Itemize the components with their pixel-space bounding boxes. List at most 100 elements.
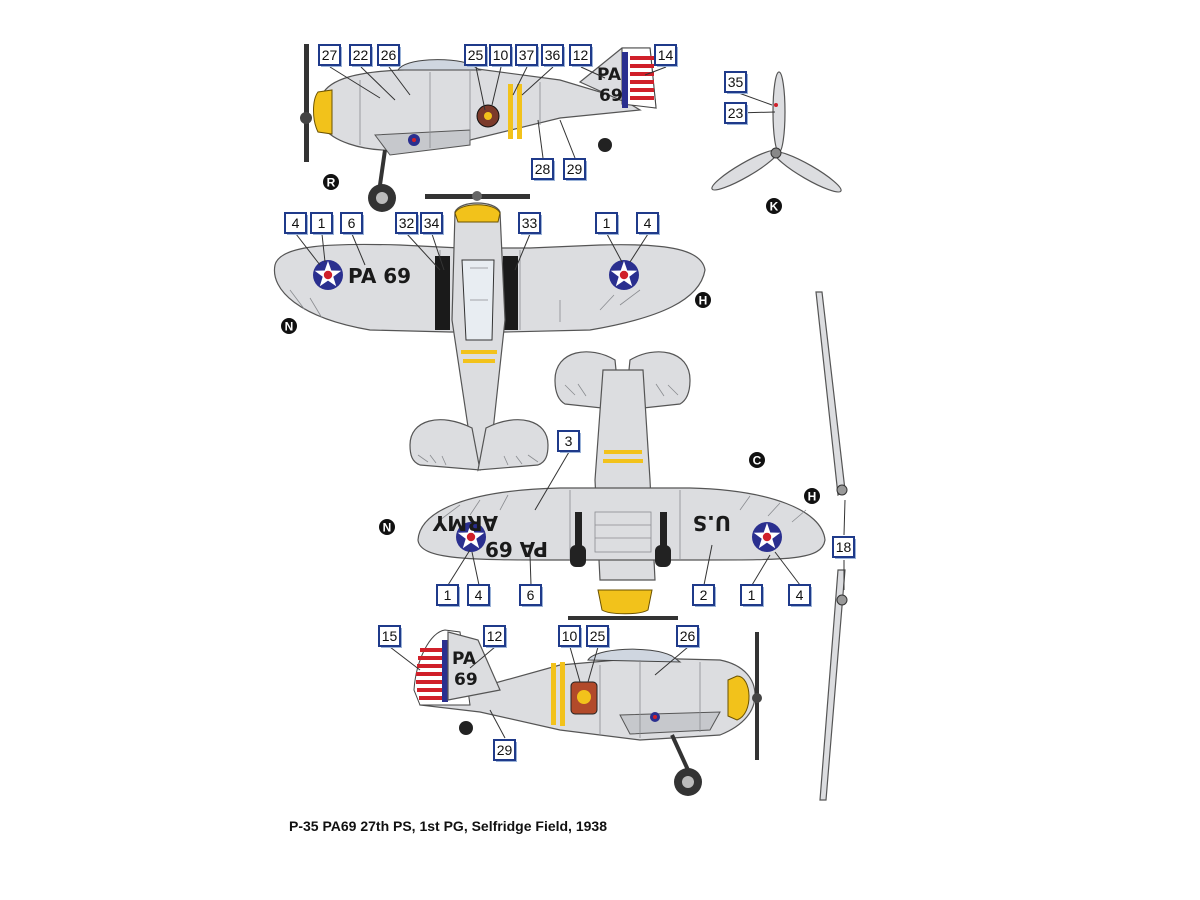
svg-text:R: R — [327, 176, 336, 190]
view-letter-h: H — [804, 488, 820, 504]
callout-10: 10 — [558, 625, 582, 648]
callout-number: 12 — [573, 47, 589, 63]
callout-22: 22 — [349, 44, 373, 67]
svg-text:C: C — [753, 454, 762, 468]
callout-number: 29 — [567, 161, 583, 177]
tail-code-line1: PA — [597, 65, 622, 85]
callout-25: 25 — [464, 44, 488, 67]
view-letter-group: R K N H C N H — [281, 174, 820, 535]
callout-number: 29 — [497, 742, 513, 758]
tail-code-line2: 69 — [599, 86, 623, 106]
callout-number: 15 — [382, 628, 398, 644]
view-letter-c: C — [749, 452, 765, 468]
callout-37: 37 — [515, 44, 539, 67]
callout-number: 6 — [527, 587, 535, 603]
callout-number: 37 — [519, 47, 535, 63]
svg-text:H: H — [699, 294, 708, 308]
view-letter-n: N — [281, 318, 297, 334]
callout-number: 1 — [444, 587, 452, 603]
callout-1: 1 — [310, 212, 334, 235]
right-side-profile: PA 69 — [413, 629, 762, 796]
callout-number: 36 — [545, 47, 561, 63]
tail-code-line2-right: 69 — [454, 670, 478, 690]
callout-3: 3 — [557, 430, 581, 453]
callout-number: 27 — [322, 47, 338, 63]
callout-number: 25 — [590, 628, 606, 644]
callout-number: 28 — [535, 161, 551, 177]
callout-1: 1 — [740, 584, 764, 607]
callout-4: 4 — [636, 212, 660, 235]
callout-28: 28 — [531, 158, 555, 181]
callout-36: 36 — [541, 44, 565, 67]
callout-number: 25 — [468, 47, 484, 63]
underwing-army: ARMY — [432, 511, 498, 535]
callout-number: 34 — [424, 215, 440, 231]
callout-number: 6 — [348, 215, 356, 231]
callout-35: 35 — [724, 71, 748, 94]
svg-text:N: N — [383, 521, 392, 535]
callout-27: 27 — [318, 44, 342, 67]
callout-1: 1 — [595, 212, 619, 235]
callout-number: 23 — [728, 105, 744, 121]
figure-caption: P-35 PA69 27th PS, 1st PG, Selfridge Fie… — [289, 818, 607, 834]
callout-number: 26 — [680, 628, 696, 644]
tail-code-line1-right: PA — [452, 649, 477, 669]
top-plan-view: PA 69 — [273, 191, 706, 472]
callout-number: 4 — [475, 587, 483, 603]
view-letter-n: N — [379, 519, 395, 535]
wing-edge-views — [815, 291, 848, 801]
callout-32: 32 — [395, 212, 419, 235]
callout-34: 34 — [420, 212, 444, 235]
callout-15: 15 — [378, 625, 402, 648]
callout-number: 14 — [658, 47, 674, 63]
callout-12: 12 — [483, 625, 507, 648]
underwing-us: U.S — [693, 511, 731, 535]
callout-number: 10 — [562, 628, 578, 644]
view-letter-k: K — [766, 198, 782, 214]
callout-26: 26 — [377, 44, 401, 67]
callout-number: 26 — [381, 47, 397, 63]
callout-4: 4 — [284, 212, 308, 235]
callout-number: 2 — [700, 587, 708, 603]
callout-33: 33 — [518, 212, 542, 235]
callout-number: 33 — [522, 215, 538, 231]
propeller-front-view — [711, 71, 842, 193]
callout-number: 35 — [728, 74, 744, 90]
view-letter-h: H — [695, 292, 711, 308]
callout-number: 32 — [399, 215, 415, 231]
callout-1: 1 — [436, 584, 460, 607]
callout-6: 6 — [340, 212, 364, 235]
callout-4: 4 — [467, 584, 491, 607]
callout-10: 10 — [489, 44, 513, 67]
callout-29: 29 — [493, 739, 517, 762]
callout-12: 12 — [569, 44, 593, 67]
callout-14: 14 — [654, 44, 678, 67]
callout-23: 23 — [724, 102, 748, 125]
callout-number: 12 — [487, 628, 503, 644]
svg-text:K: K — [770, 200, 779, 214]
callout-4: 4 — [788, 584, 812, 607]
svg-text:N: N — [285, 320, 294, 334]
callout-number: 3 — [565, 433, 573, 449]
left-side-profile: PA 69 — [300, 44, 657, 212]
callout-number: 22 — [353, 47, 369, 63]
callout-number: 10 — [493, 47, 509, 63]
callout-18: 18 — [832, 536, 856, 559]
callout-29: 29 — [563, 158, 587, 181]
callout-number: 4 — [644, 215, 652, 231]
leader-lines — [295, 66, 846, 739]
callout-26: 26 — [676, 625, 700, 648]
svg-text:H: H — [808, 490, 817, 504]
callout-number: 4 — [292, 215, 300, 231]
callout-number: 18 — [836, 539, 852, 555]
callout-number: 1 — [318, 215, 326, 231]
wing-code: PA 69 — [348, 264, 411, 288]
view-letter-r: R — [323, 174, 339, 190]
callout-number: 4 — [796, 587, 804, 603]
underside-view: ARMY PA 69 U.S — [417, 351, 826, 620]
callout-number: 1 — [748, 587, 756, 603]
callout-6: 6 — [519, 584, 543, 607]
callout-number: 1 — [603, 215, 611, 231]
